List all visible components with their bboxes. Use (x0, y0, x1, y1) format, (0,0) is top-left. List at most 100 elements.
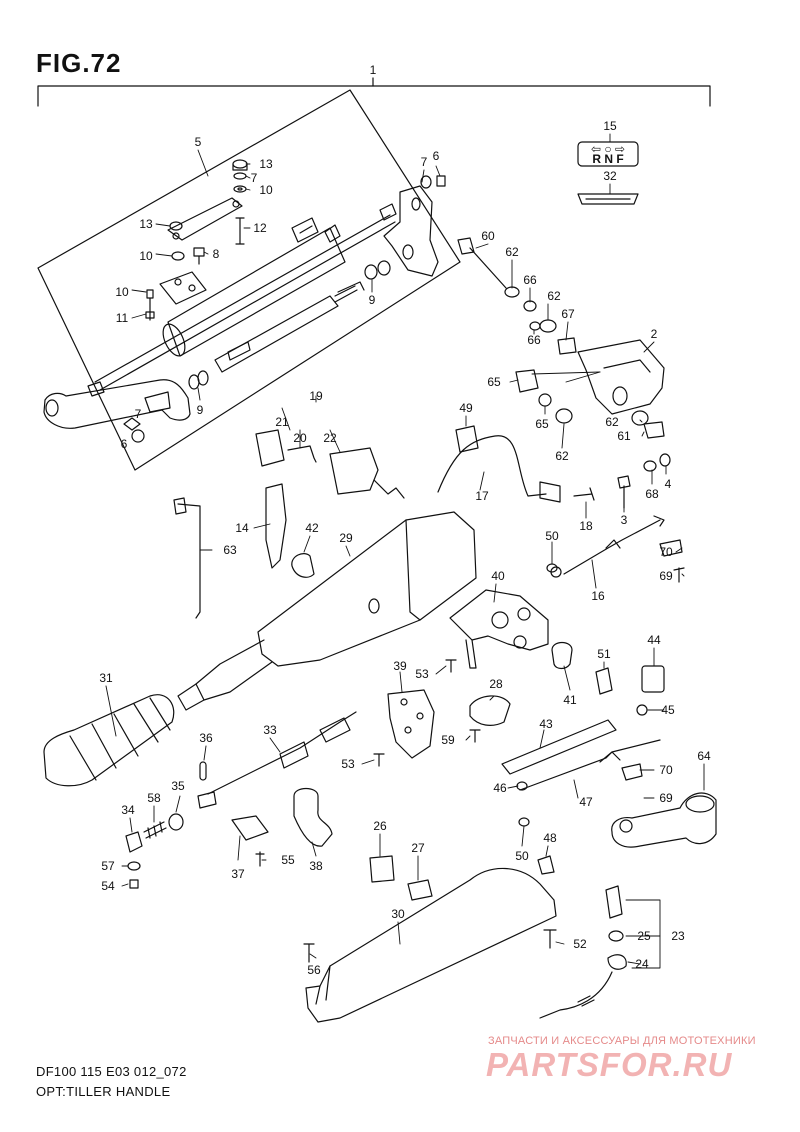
callout-37: 37 (231, 867, 245, 881)
subassembly-frame (37, 89, 461, 471)
callout-17: 17 (475, 489, 489, 503)
callout-38: 38 (309, 859, 323, 873)
callout-7b: 7 (421, 155, 428, 169)
callout-56: 56 (307, 963, 321, 977)
callout-9b: 9 (197, 403, 204, 417)
cable-33 (207, 711, 357, 795)
callout-60: 60 (481, 229, 495, 243)
watermark-caption: ЗАПЧАСТИ И АКСЕССУАРЫ ДЛЯ МОТОТЕХНИКИ (488, 1035, 756, 1047)
callout-10b: 10 (139, 249, 153, 263)
callout-62c: 62 (555, 449, 569, 463)
cable-bracket-70b (621, 763, 643, 781)
callout-48: 48 (543, 831, 557, 845)
stop-switch (605, 885, 623, 919)
mount-bracket (577, 339, 665, 415)
callout-7a: 7 (251, 171, 258, 185)
callout-21: 21 (275, 415, 289, 429)
callout-4: 4 (665, 477, 672, 491)
indicator-arrows: ⇦ ○ ⇨ (591, 142, 625, 156)
callout-49: 49 (459, 401, 473, 415)
switch-26 (369, 855, 395, 883)
shift-indicator-plate (577, 141, 639, 167)
callout-51: 51 (597, 647, 611, 661)
callout-3: 3 (621, 513, 628, 527)
pin-36 (199, 761, 207, 781)
callout-70b: 70 (659, 763, 673, 777)
callout-52: 52 (573, 937, 587, 951)
callout-30: 30 (391, 907, 405, 921)
callout-14: 14 (235, 521, 249, 535)
callout-2: 2 (651, 327, 658, 341)
cap-49 (455, 425, 479, 453)
guide-64 (611, 792, 717, 848)
callout-20: 20 (293, 431, 307, 445)
callout-69a: 69 (659, 569, 673, 583)
callout-11: 11 (116, 311, 129, 325)
steering-shaft (94, 214, 396, 391)
tiller-body (257, 511, 477, 667)
callout-10c: 10 (115, 285, 129, 299)
callout-57: 57 (101, 859, 115, 873)
callout-44: 44 (647, 633, 661, 647)
upper-plate (167, 197, 243, 241)
callout-31: 31 (99, 671, 113, 685)
watermark-logo: PARTSFOR.RU (486, 1046, 733, 1083)
callout-29: 29 (339, 531, 353, 545)
callout-66b: 66 (527, 333, 541, 347)
callout-26: 26 (373, 819, 387, 833)
callout-53b: 53 (341, 757, 355, 771)
callout-15: 15 (603, 119, 617, 133)
callout-5: 5 (195, 135, 202, 149)
callout-19: 19 (309, 389, 323, 403)
callout-9a: 9 (369, 293, 376, 307)
ignition-switch (329, 447, 379, 495)
cable-hose (437, 435, 547, 497)
indicator-strip (577, 193, 639, 205)
bottom-cover (305, 867, 557, 1023)
cable-bracket-70 (659, 539, 683, 557)
cover-28 (469, 695, 511, 726)
callout-18: 18 (579, 519, 593, 533)
bracket-39 (387, 689, 435, 759)
gasket-27 (407, 879, 433, 901)
plate-44 (641, 665, 665, 693)
callout-55: 55 (281, 853, 295, 867)
clamp-37 (231, 815, 269, 841)
small-bracket (159, 271, 207, 305)
callout-46: 46 (493, 781, 507, 795)
lanyard (539, 971, 613, 1019)
callout-62b: 62 (547, 289, 561, 303)
clip-38 (293, 787, 333, 847)
callout-25: 25 (637, 929, 651, 943)
shift-cable (563, 519, 661, 575)
throttle-lever (265, 483, 287, 569)
callout-10a: 10 (259, 183, 273, 197)
callout-67: 67 (561, 307, 575, 321)
callout-8: 8 (213, 247, 220, 261)
callout-61: 61 (617, 429, 631, 443)
shift-bracket (449, 589, 549, 651)
indicator-letters: R N F (592, 152, 623, 166)
callout-13b: 13 (139, 217, 153, 231)
callout-28: 28 (489, 677, 503, 691)
callout-64: 64 (697, 749, 711, 763)
callout-32: 32 (603, 169, 617, 183)
callout-24: 24 (635, 957, 649, 971)
callout-45: 45 (661, 703, 675, 717)
callout-68: 68 (645, 487, 659, 501)
figure-title: FIG.72 (36, 48, 122, 78)
callout-7c: 7 (135, 407, 142, 421)
callout-65b: 65 (535, 417, 549, 431)
callout-34: 34 (121, 803, 135, 817)
callout-16: 16 (591, 589, 605, 603)
callout-65a: 65 (487, 375, 501, 389)
callout-42: 42 (305, 521, 319, 535)
callout-66a: 66 (523, 273, 537, 287)
lower-link (214, 295, 339, 373)
callout-47: 47 (579, 795, 593, 809)
callout-50b: 50 (515, 849, 529, 863)
callout-53a: 53 (415, 667, 429, 681)
callout-6b: 6 (121, 437, 128, 451)
right-bracket (383, 185, 439, 277)
